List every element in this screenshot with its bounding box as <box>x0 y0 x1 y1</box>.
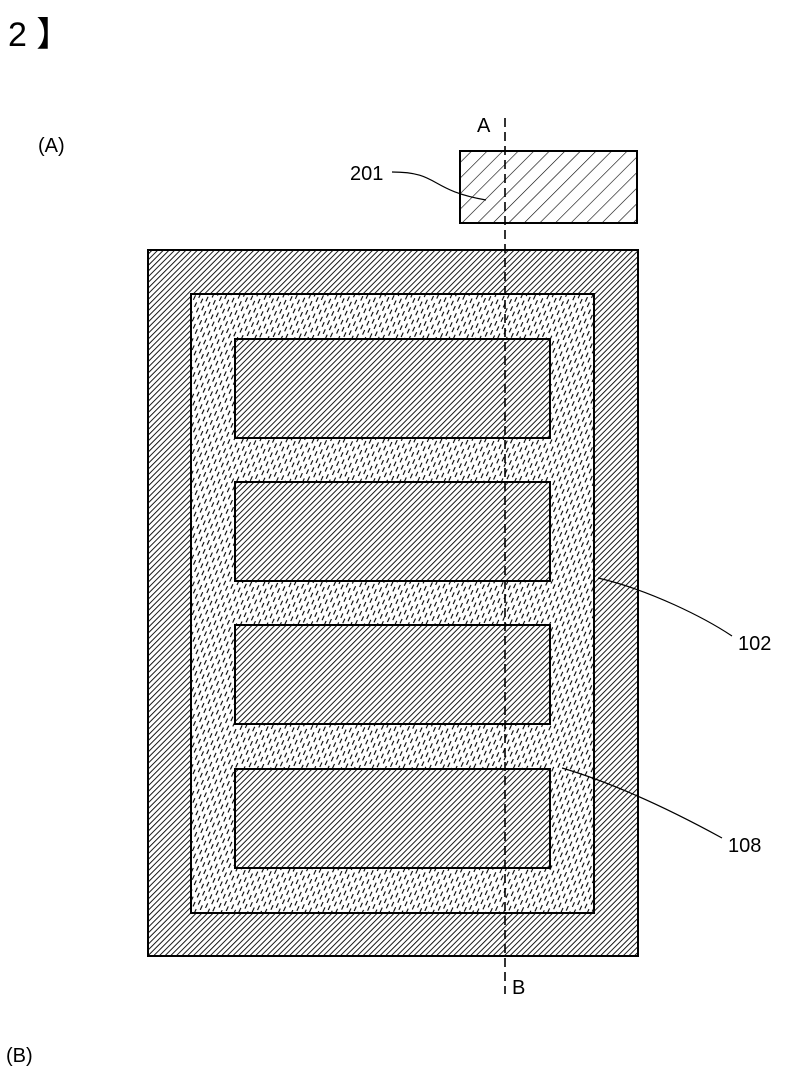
inner-rect-1 <box>235 339 550 438</box>
inner-rect-3 <box>235 625 550 724</box>
inner-rect-4 <box>235 769 550 868</box>
element-201 <box>460 151 637 223</box>
reference-label-201: 201 <box>350 163 383 185</box>
inner-rect-2 <box>235 482 550 581</box>
reference-label-102: 102 <box>738 633 771 655</box>
section-label-a: A <box>477 115 491 137</box>
reference-label-108: 108 <box>728 835 761 857</box>
section-label-b: B <box>512 977 525 999</box>
